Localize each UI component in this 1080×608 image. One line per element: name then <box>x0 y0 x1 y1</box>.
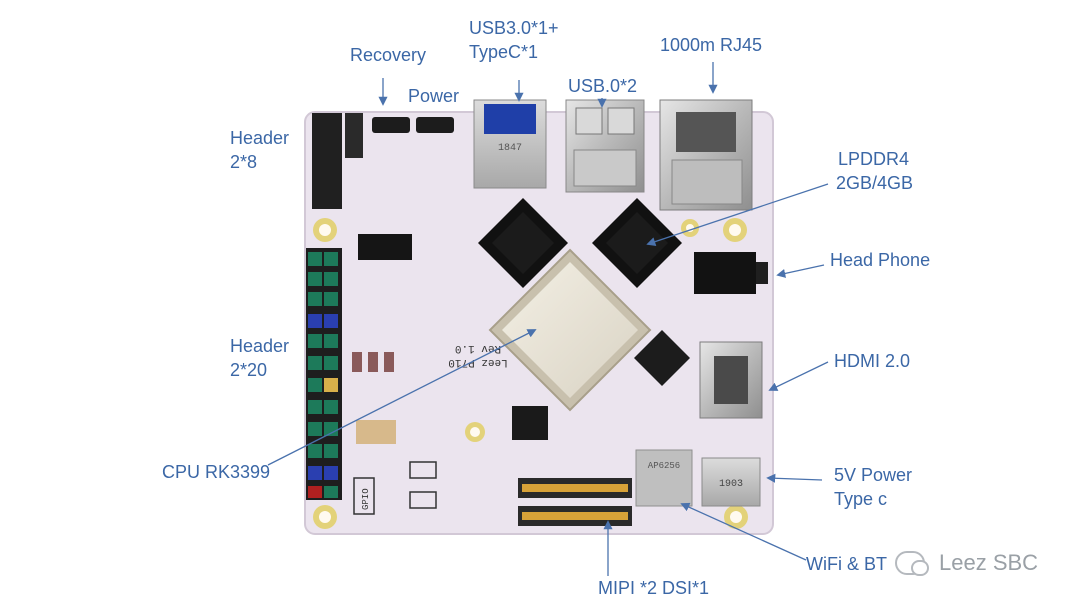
label-recovery: Recovery <box>350 45 427 65</box>
label-head-phone: Head Phone <box>830 250 931 270</box>
label-lpddr4-line2: 2GB/4GB <box>836 173 914 193</box>
label-header-2x20: Header 2*20 <box>230 334 289 382</box>
board-silkscreen: Leez P710 Rev 1.0 <box>448 342 507 368</box>
board-rev-text: Rev 1.0 <box>455 342 501 354</box>
power-button <box>416 117 454 133</box>
label-header-2x8-line1: Header <box>230 128 290 148</box>
annotation-arrows <box>267 62 829 576</box>
arrow-hdmi <box>768 361 829 391</box>
rj45-port <box>659 99 753 211</box>
wechat-logo-icon <box>895 551 929 576</box>
hdmi-port <box>699 341 763 419</box>
usb3-port: 1847 <box>473 99 547 189</box>
header-2x8 <box>312 113 363 209</box>
label-cpu: CPU RK3399 <box>162 462 271 482</box>
label-usb3-line1: USB3.0*1+ <box>469 18 559 38</box>
label-5v-power-line1: 5V Power <box>834 465 913 485</box>
label-usb3: USB3.0*1+ TypeC*1 <box>469 16 559 64</box>
label-header-2x20-line2: 2*20 <box>230 360 268 380</box>
label-wifi-bt: WiFi & BT <box>806 554 887 574</box>
header-2x20 <box>306 248 342 500</box>
gpio-text: GPIO <box>361 488 371 510</box>
label-hdmi: HDMI 2.0 <box>834 351 911 371</box>
misc-ics <box>352 234 690 444</box>
arrow-headphone <box>776 264 825 278</box>
label-header-2x20-line1: Header <box>230 336 290 356</box>
label-5v-power: 5V Power Type c <box>834 463 912 511</box>
label-5v-power-line2: Type c <box>834 489 888 509</box>
arrow-5v-power <box>766 473 823 483</box>
arrow-cpu <box>267 329 537 466</box>
usb-c-code-text: 1903 <box>719 479 743 490</box>
label-header-2x8: Header 2*8 <box>230 126 289 174</box>
label-power: Power <box>408 86 460 106</box>
lpddr4-chip-left <box>478 198 568 288</box>
label-lpddr4: LPDDR4 2GB/4GB <box>836 147 913 195</box>
lpddr4-chip-right <box>592 198 682 288</box>
wifi-bt-module: AP6256 <box>635 449 693 507</box>
gpio-silkscreen: GPIO <box>353 461 437 515</box>
wifi-module-text: AP6256 <box>648 461 680 471</box>
cpu-soc <box>488 248 652 412</box>
usb-c-power-port: 1903 <box>701 457 761 507</box>
label-header-2x8-line2: 2*8 <box>230 152 258 172</box>
usb3-code-text: 1847 <box>498 143 522 154</box>
label-mipi: MIPI *2 DSI*1 <box>598 578 710 598</box>
watermark-text: Leez SBC <box>939 550 1039 575</box>
watermark: Leez SBC <box>895 550 1038 576</box>
board-model-text: Leez P710 <box>448 356 507 368</box>
label-usb20: USB.0*2 <box>568 76 638 96</box>
label-usb3-line2: TypeC*1 <box>469 42 539 62</box>
label-rj45: 1000m RJ45 <box>660 35 763 55</box>
arrow-wifi <box>680 502 807 561</box>
usb2-port <box>565 99 645 193</box>
arrow-lpddr4 <box>646 183 829 247</box>
label-lpddr4-line1: LPDDR4 <box>838 149 910 169</box>
headphone-jack <box>694 252 768 294</box>
recovery-button <box>372 117 410 133</box>
